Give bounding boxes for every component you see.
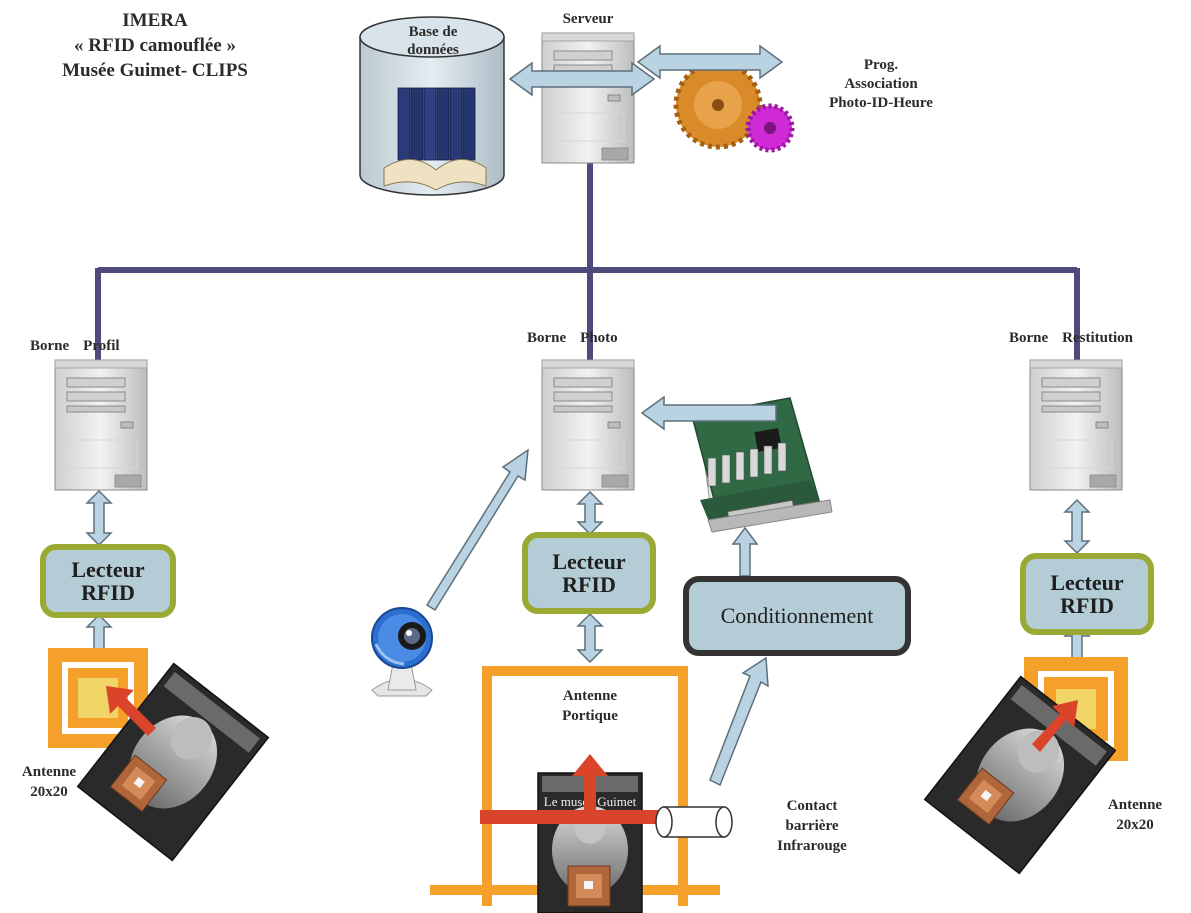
restitution-reader-line-2: RFID: [1060, 593, 1114, 618]
photo-reader-antenna-arrow: [576, 612, 604, 664]
restitution-antenna-line-1: Antenne: [1107, 797, 1163, 813]
borne-restitution-pc-icon: [1029, 359, 1123, 491]
restitution-reader-line-1: Lecteur: [1050, 570, 1124, 595]
program-label-line-1: Prog.: [863, 57, 899, 73]
books-icon: [383, 87, 487, 191]
photo-rfid-reader: Lecteur RFID: [522, 532, 656, 614]
borne-restitution-label-a: Borne: [1009, 330, 1049, 346]
profil-rfid-reader: Lecteur RFID: [40, 544, 176, 618]
server-program-arrow: [636, 44, 784, 80]
database-cylinder: [359, 16, 505, 196]
card-pc-arrow: [640, 395, 777, 431]
acquisition-card-icon: [691, 397, 833, 533]
photo-reader-line-2: RFID: [562, 572, 616, 597]
restitution-rfid-reader: Lecteur RFID: [1020, 553, 1154, 635]
database-label-line-1: Base de: [408, 24, 458, 40]
server-pc-icon: [541, 32, 635, 164]
borne-photo-label: Borne Photo: [527, 328, 667, 349]
database-label-line-2: données: [407, 42, 459, 58]
title-line-2: « RFID camouflée »: [74, 35, 236, 56]
db-server-arrow: [508, 61, 656, 97]
diagram-title: IMERA « RFID camouflée » Musée Guimet- C…: [28, 8, 282, 83]
contact-line-2: barrière: [785, 818, 839, 834]
program-label: Prog. Association Photo-ID-Heure: [806, 56, 956, 113]
webcam-pc-arrow: [425, 448, 529, 612]
borne-profil-label: Borne Profil: [30, 336, 170, 357]
profil-antenna-line-2: 20x20: [30, 784, 68, 800]
infrared-sensor-icon: [655, 806, 733, 838]
borne-profil-pc-icon: [54, 359, 148, 491]
conditioning-label: Conditionnement: [720, 603, 874, 628]
network-bus: [95, 163, 1080, 360]
borne-restitution-label-b: Restitution: [1062, 330, 1134, 346]
conditioning-box: Conditionnement: [683, 576, 911, 656]
infrared-contact-label: Contact barrière Infrarouge: [752, 796, 872, 856]
borne-profil-label-a: Borne: [30, 338, 70, 354]
photo-pc-reader-arrow: [576, 490, 604, 536]
title-line-1: IMERA: [122, 10, 188, 31]
restitution-rfid-arrow: [1032, 700, 1078, 752]
profil-antenna-label: Antenne 20x20: [4, 762, 94, 802]
server-label-text: Serveur: [562, 11, 614, 27]
borne-photo-label-b: Photo: [580, 330, 618, 346]
profil-reader-line-2: RFID: [81, 580, 135, 605]
borne-profil-label-b: Profil: [83, 338, 120, 354]
photo-reader-line-1: Lecteur: [552, 549, 626, 574]
restitution-pc-reader-arrow: [1063, 498, 1091, 555]
profil-reader-line-1: Lecteur: [71, 557, 145, 582]
infrared-beam: [480, 810, 672, 824]
database-label: Base de données: [392, 23, 474, 59]
portal-rfid-arrow: [572, 754, 608, 810]
restitution-antenna-label: Antenne 20x20: [1090, 795, 1180, 835]
program-label-line-2: Association: [844, 76, 918, 92]
borne-photo-pc-icon: [541, 359, 635, 491]
portal-ticket-image: Le musée Guimet: [537, 772, 643, 913]
portal-antenna-label: Antenne Portique: [540, 686, 640, 726]
program-label-line-3: Photo-ID-Heure: [829, 95, 933, 111]
profil-rfid-arrow: [106, 686, 156, 736]
portal-antenna-line-1: Antenne: [562, 688, 618, 704]
gears-icon: [673, 60, 795, 153]
profil-antenna-line-1: Antenne: [21, 764, 77, 780]
profil-pc-reader-arrow: [85, 489, 113, 547]
title-line-3: Musée Guimet- CLIPS: [62, 60, 248, 81]
contact-line-1: Contact: [786, 798, 838, 814]
borne-restitution-label: Borne Restitution: [1009, 328, 1189, 349]
server-label: Serveur: [540, 9, 636, 30]
contact-line-3: Infrarouge: [777, 838, 847, 854]
conditioning-card-arrow: [731, 526, 759, 577]
borne-photo-label-a: Borne: [527, 330, 567, 346]
portal-antenna-line-2: Portique: [562, 708, 618, 724]
contact-conditioning-arrow: [709, 656, 769, 787]
restitution-antenna-line-2: 20x20: [1116, 817, 1154, 833]
webcam-icon: [371, 607, 433, 697]
